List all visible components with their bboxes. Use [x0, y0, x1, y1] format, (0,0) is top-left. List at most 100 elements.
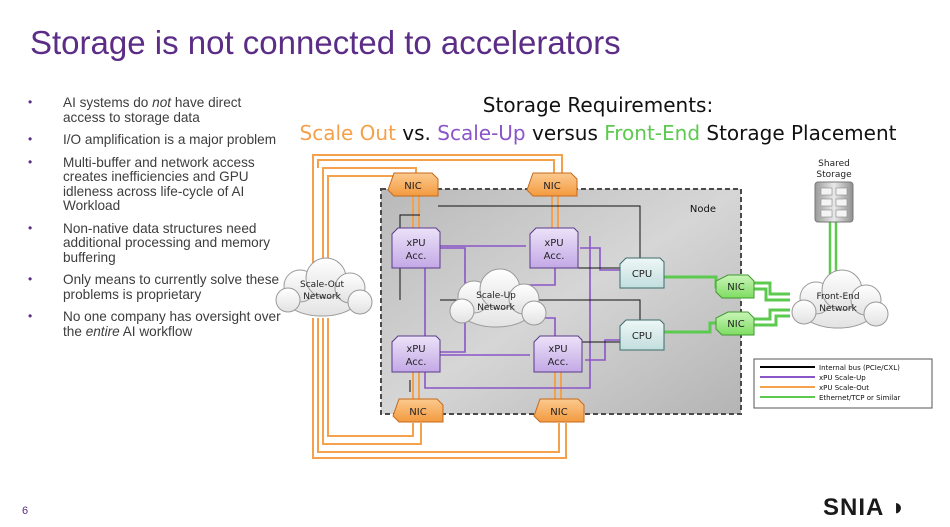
- diagram-heading-line1: Storage Requirements:: [483, 93, 713, 117]
- nic-top-right: NIC: [526, 172, 578, 197]
- heading-vs: vs.: [396, 121, 437, 145]
- cpu-label: CPU: [632, 269, 652, 280]
- bullet-dot-icon: •: [28, 132, 33, 146]
- svg-text:Shared: Shared: [818, 159, 850, 169]
- xpu-label: xPU: [406, 238, 425, 249]
- nic-label: NIC: [727, 319, 744, 330]
- bullet-item: • Multi-buffer and network access creates…: [28, 154, 283, 214]
- svg-text:xPU: xPU: [406, 344, 425, 355]
- storage-label: Shared: [818, 159, 850, 169]
- svg-text:Acc.: Acc.: [548, 357, 569, 368]
- nic-top-left: NIC: [387, 172, 439, 197]
- bullet-item: • No one company has oversight over the e…: [28, 309, 283, 339]
- nic-front-end-bottom: NIC: [715, 311, 755, 336]
- cpu-bottom: CPU: [619, 319, 665, 351]
- xpu-label: Acc.: [544, 251, 565, 262]
- legend-label: xPU Scale-Up: [819, 374, 866, 382]
- legend-label: Ethernet/TCP or Similar: [819, 394, 900, 402]
- cloud-label: Network: [303, 292, 341, 302]
- bullet-dot-icon: •: [28, 272, 33, 286]
- bullet-text-part: Only means to currently solve these prob…: [63, 272, 280, 302]
- snia-logo: SNIA ◗: [823, 494, 907, 522]
- bullet-text-part: No one company has oversight over the: [63, 309, 281, 339]
- bullet-item: • AI systems do not have direct access to…: [28, 95, 283, 125]
- bullet-text-part: AI workflow: [119, 323, 193, 339]
- node-label: Node: [690, 204, 716, 215]
- cloud-label: Scale-Out: [300, 280, 345, 290]
- svg-text:Storage: Storage: [816, 170, 852, 180]
- nic-label: NIC: [543, 181, 560, 192]
- bullet-text-part: Non-native data structures need addition…: [63, 220, 271, 265]
- bullet-item: • I/O amplification is a major problem: [28, 132, 283, 148]
- legend-label: Internal bus (PCIe/CXL): [819, 364, 900, 372]
- svg-text:Scale-Out: Scale-Out: [300, 280, 345, 290]
- xpu-label: Acc.: [406, 251, 427, 262]
- bullet-text-part: I/O amplification is a major problem: [63, 132, 277, 147]
- heading-versus: versus: [526, 121, 605, 145]
- heading-front-end: Front-End: [604, 121, 700, 145]
- cloud-label: Front-End: [816, 292, 859, 302]
- xpu-label: xPU: [406, 344, 425, 355]
- nic-bottom-right: NIC: [533, 398, 585, 423]
- xpu-label: xPU: [544, 238, 563, 249]
- cloud-label: Network: [477, 303, 515, 313]
- bullet-emphasis: not: [152, 95, 172, 110]
- bullet-dot-icon: •: [28, 154, 33, 169]
- front-end-network-cloud: Front-End Network: [791, 269, 889, 329]
- slide-title: Storage is not connected to accelerators: [30, 24, 621, 61]
- xpu-label: Acc.: [406, 357, 427, 368]
- bullet-dot-icon: •: [28, 220, 33, 235]
- page-number: 6: [22, 505, 29, 517]
- cpu-label: CPU: [632, 331, 652, 342]
- xpu-bottom-right: xPU Acc.: [533, 335, 583, 373]
- logo-mark-icon: ◗: [891, 494, 907, 521]
- bullet-dot-icon: •: [28, 95, 33, 109]
- nic-front-end-top: NIC: [715, 274, 755, 299]
- svg-text:Network: Network: [819, 304, 857, 314]
- bullet-text-part: AI systems do: [63, 95, 153, 110]
- internal-bus-links: [399, 205, 641, 392]
- svg-text:Acc.: Acc.: [406, 357, 427, 368]
- scale-out-links: [312, 154, 567, 459]
- heading-scale-up: Scale-Up: [437, 121, 525, 145]
- nic-label: NIC: [550, 407, 567, 418]
- svg-text:xPU: xPU: [548, 344, 567, 355]
- heading-storage-placement: Storage Placement: [700, 121, 897, 145]
- xpu-top-right: xPU Acc.: [529, 227, 579, 269]
- cloud-label: Scale-Up: [476, 291, 516, 301]
- xpu-label: Acc.: [548, 357, 569, 368]
- nic-xpu-links: [412, 196, 562, 400]
- scale-out-network-cloud: Scale-Out Network: [275, 257, 373, 317]
- legend: Internal bus (PCIe/CXL) xPU Scale-Up xPU…: [753, 358, 933, 409]
- bullet-text-part: have direct access to storage data: [63, 95, 242, 125]
- nic-label: NIC: [404, 181, 421, 192]
- bullet-item: • Only means to currently solve these pro…: [28, 272, 283, 302]
- scale-up-network-cloud: Scale-Up Network: [449, 268, 547, 328]
- nic-label: NIC: [409, 407, 426, 418]
- bullet-list: • AI systems do not have direct access to…: [28, 95, 283, 347]
- svg-text:Network: Network: [303, 292, 341, 302]
- svg-text:Acc.: Acc.: [406, 251, 427, 262]
- svg-text:Network: Network: [477, 303, 515, 313]
- svg-text:Scale-Up: Scale-Up: [476, 291, 516, 301]
- xpu-bottom-left: xPU Acc.: [391, 335, 441, 373]
- bullet-emphasis: entire: [85, 323, 120, 339]
- bullet-dot-icon: •: [28, 309, 33, 323]
- heading-scale-out: Scale Out: [300, 121, 397, 145]
- storage-drive-icon: [820, 187, 848, 218]
- storage-label: Storage: [816, 170, 852, 180]
- cpu-top: CPU: [619, 257, 665, 289]
- bullet-text-part: Multi-buffer and network access creates …: [63, 154, 255, 213]
- bullet-item: • Non-native data structures need additio…: [28, 220, 283, 266]
- legend-label: xPU Scale-Out: [819, 384, 869, 392]
- cloud-label: Network: [819, 304, 857, 314]
- svg-text:xPU: xPU: [406, 238, 425, 249]
- svg-text:Front-End: Front-End: [816, 292, 859, 302]
- svg-text:Acc.: Acc.: [544, 251, 565, 262]
- diagram-heading-line2: Scale Out vs. Scale-Up versus Front-End …: [300, 121, 897, 145]
- nic-label: NIC: [727, 282, 744, 293]
- xpu-top-left: xPU Acc.: [391, 227, 441, 269]
- shared-storage: Shared Storage: [814, 159, 854, 223]
- nic-bottom-left: NIC: [392, 398, 444, 423]
